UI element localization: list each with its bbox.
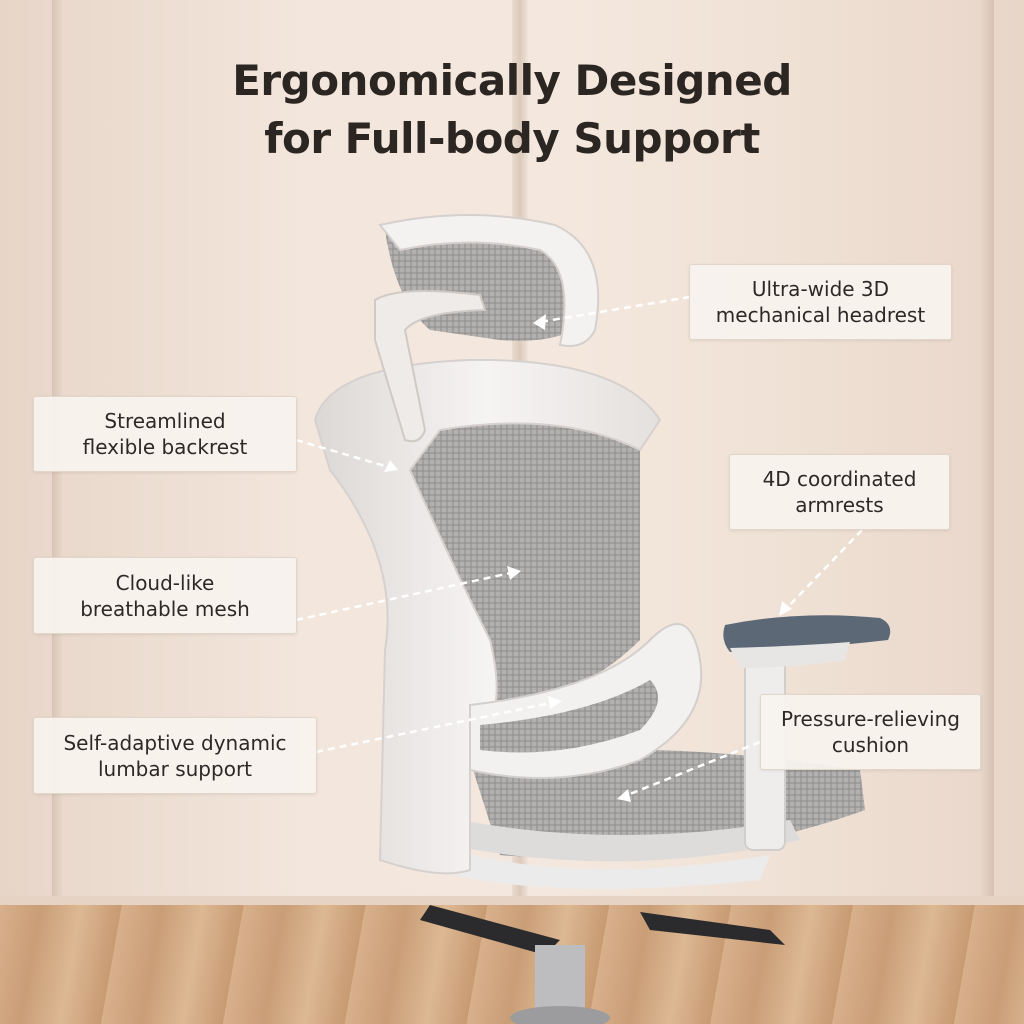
- callout-backrest-line-2: flexible backrest: [82, 435, 248, 459]
- callout-lumbar-line-2: lumbar support: [97, 756, 253, 781]
- callout-cushion: Pressure-relieving cushion: [760, 694, 981, 770]
- callout-backrest: Streamlined flexible backrest: [33, 396, 297, 472]
- headline-line-1: Ergonomically Designed: [232, 56, 792, 105]
- callout-mesh-line-1: Cloud-like: [115, 570, 215, 595]
- callout-cushion-line-1: Pressure-relieving: [781, 707, 960, 731]
- callout-lumbar-line-1: Self-adaptive dynamic: [63, 730, 287, 755]
- callout-headrest-line-1: Ultra-wide 3D: [751, 277, 890, 301]
- chair-base: [420, 905, 785, 1024]
- headline: Ergonomically Designed for Full-body Sup…: [180, 52, 844, 168]
- callout-lumbar: Self-adaptive dynamic lumbar support: [33, 717, 317, 794]
- callout-mesh-line-2: breathable mesh: [80, 596, 250, 621]
- callout-mesh: Cloud-like breathable mesh: [33, 557, 297, 634]
- wood-floor: [0, 905, 1024, 1024]
- wall-panel-seam: [980, 0, 994, 905]
- headline-line-2: for Full-body Support: [264, 114, 760, 163]
- callout-backrest-line-1: Streamlined: [104, 409, 226, 433]
- callout-armrests-line-1: 4D coordinated: [762, 467, 917, 491]
- callout-cushion-line-2: cushion: [831, 733, 910, 757]
- callout-armrests: 4D coordinated armrests: [729, 454, 950, 530]
- armrest: [723, 615, 891, 851]
- callout-armrests-line-2: armrests: [795, 493, 884, 517]
- callout-headrest: Ultra-wide 3D mechanical headrest: [689, 264, 952, 340]
- callout-headrest-line-2: mechanical headrest: [715, 303, 926, 327]
